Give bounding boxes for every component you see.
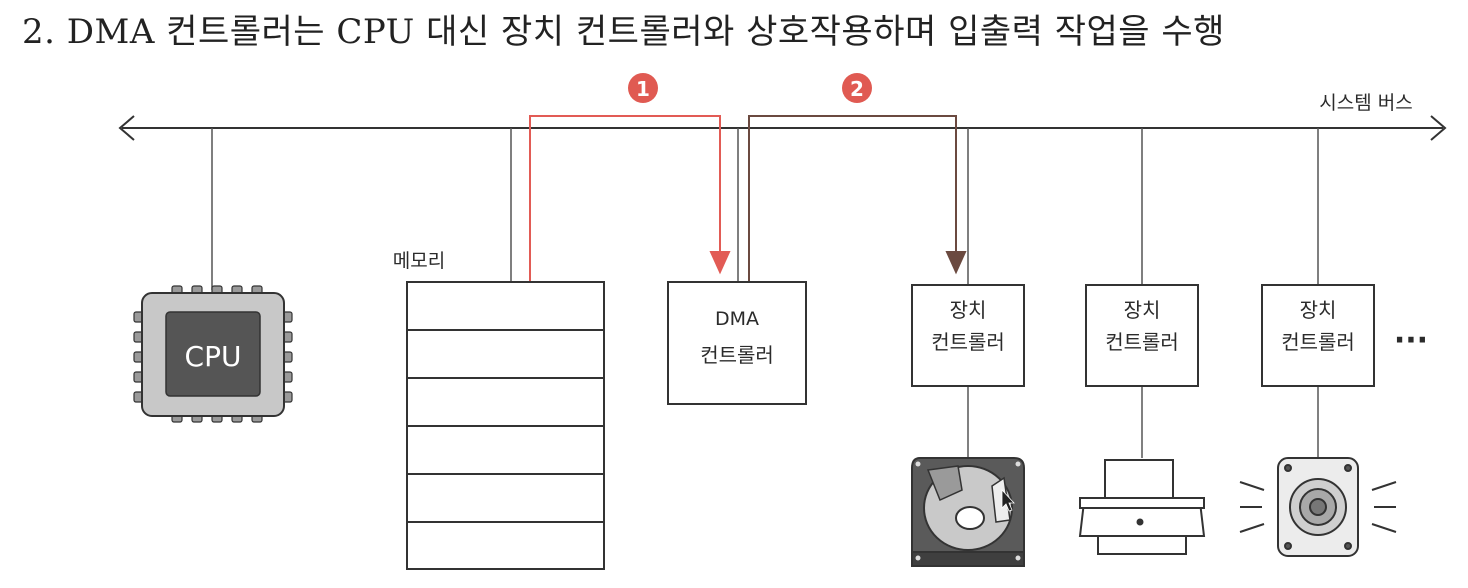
arrow-step-1 [529, 115, 731, 282]
device-controller-label-1: 장치 컨트롤러 [912, 296, 1024, 356]
device-controller-label-3: 장치 컨트롤러 [1262, 296, 1374, 356]
device-controller-1-line1: 장치 [949, 298, 987, 322]
step-badge-1-number: 1 [636, 77, 650, 101]
device-controller-label-2: 장치 컨트롤러 [1086, 296, 1198, 356]
device-controller-3-line1: 장치 [1299, 298, 1337, 322]
device-controller-2-line1: 장치 [1123, 298, 1161, 322]
cpu-label: CPU [185, 340, 242, 373]
device-controller-box-1 [911, 284, 1025, 387]
system-bus-label: 시스템 버스 [1319, 92, 1413, 114]
step-badge-2: 2 [842, 73, 872, 103]
arrow-step-2 [748, 115, 967, 282]
hard-disk-icon [911, 457, 1025, 567]
memory-label: 메모리 [392, 250, 446, 272]
bus-connectors [211, 128, 1319, 458]
system-bus [118, 115, 1447, 141]
dma-line2: 컨트롤러 [700, 342, 774, 367]
device-controller-2-line2: 컨트롤러 [1105, 330, 1179, 354]
device-controller-1-line2: 컨트롤러 [931, 330, 1005, 354]
cpu-chip: CPU [133, 285, 293, 423]
step-badge-1: 1 [628, 73, 658, 103]
device-controller-box-3 [1261, 284, 1375, 387]
dma-controller-box [667, 281, 807, 405]
speaker-icon [1239, 457, 1397, 557]
mouse-cursor-icon [1001, 488, 1015, 512]
more-devices-ellipsis: ··· [1393, 323, 1429, 358]
memory-block [406, 281, 605, 570]
device-controller-box-2 [1085, 284, 1199, 387]
device-controller-3-line2: 컨트롤러 [1281, 330, 1355, 354]
step-badge-2-number: 2 [850, 77, 864, 101]
dma-line1: DMA [714, 308, 760, 330]
printer-icon [1078, 459, 1206, 555]
dma-controller-label: DMA 컨트롤러 [668, 306, 806, 369]
page-title: 2. DMA 컨트롤러는 CPU 대신 장치 컨트롤러와 상호작용하며 입출력 … [22, 12, 1225, 52]
